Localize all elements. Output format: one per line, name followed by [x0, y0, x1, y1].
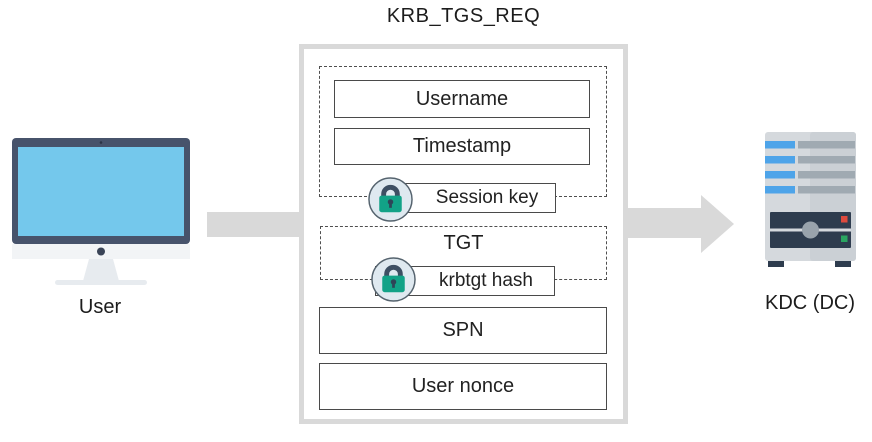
field-username-label: Username — [415, 87, 509, 110]
field-username: Username — [334, 80, 590, 118]
padlock-icon — [371, 257, 416, 302]
field-spn: SPN — [319, 307, 607, 354]
krbtgt-hash-label: krbtgt hash — [439, 270, 533, 291]
session-key-label: Session key — [435, 187, 539, 208]
field-timestamp: Timestamp — [334, 128, 590, 165]
tgt-label: TGT — [443, 232, 484, 254]
arrow-request-to-kdc — [628, 195, 734, 253]
sender-label: User — [78, 296, 122, 318]
padlock-icon — [368, 177, 413, 222]
server-tower-icon — [765, 132, 856, 267]
computer-monitor-icon — [12, 138, 190, 285]
field-user-nonce-label: User nonce — [411, 375, 515, 397]
field-spn-label: SPN — [442, 319, 484, 341]
arrow-user-to-request — [207, 212, 299, 237]
diagram-title: KRB_TGS_REQ — [386, 5, 541, 27]
receiver-label: KDC (DC) — [765, 292, 855, 314]
field-timestamp-label: Timestamp — [412, 135, 512, 157]
field-user-nonce: User nonce — [319, 363, 607, 410]
